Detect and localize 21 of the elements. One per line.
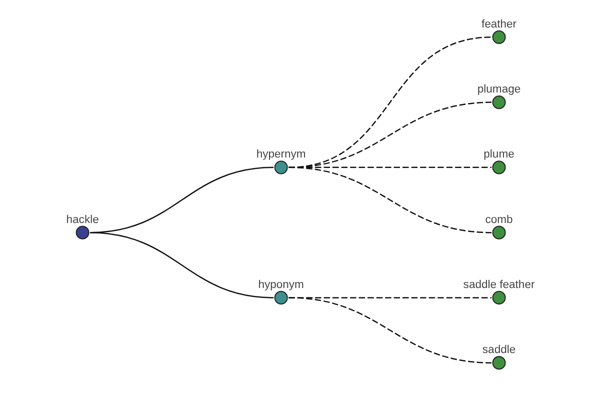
- node-label: hyponym: [258, 278, 304, 291]
- node-label: plume: [483, 148, 514, 161]
- node-circle: [274, 290, 288, 304]
- node-label: comb: [484, 214, 512, 226]
- node-label: feather: [480, 18, 516, 30]
- node-circle: [274, 160, 288, 174]
- node-circle: [492, 226, 506, 240]
- node-label: plumage: [476, 84, 520, 96]
- node-circle: [492, 96, 506, 110]
- connector: [288, 297, 492, 364]
- node-circle: [492, 356, 506, 370]
- node-circle: [492, 30, 506, 44]
- node-circle: [75, 226, 89, 240]
- connector: [288, 166, 492, 234]
- node-label: hackle: [66, 214, 98, 226]
- node-circle: [492, 160, 506, 174]
- node-label: saddle: [482, 344, 516, 356]
- node-circle: [492, 290, 506, 304]
- node-label: hypernym: [256, 148, 306, 161]
- node-label: saddle feather: [462, 278, 534, 291]
- connector: [90, 232, 274, 298]
